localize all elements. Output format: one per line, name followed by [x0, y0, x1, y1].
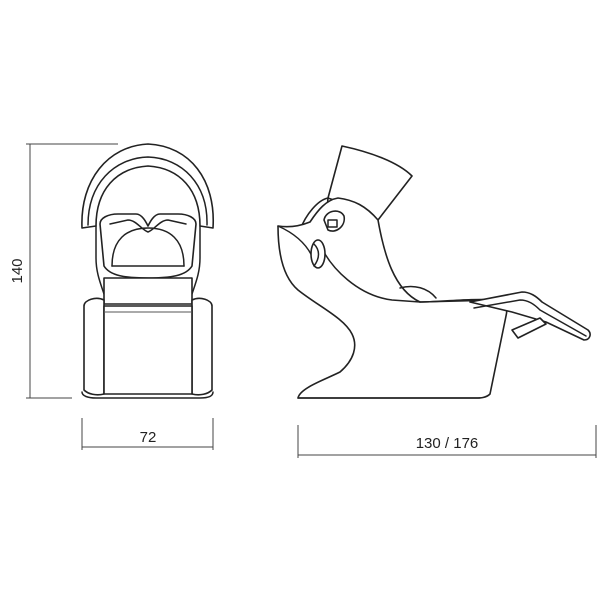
- front-view-chair: [81, 143, 214, 399]
- front-armrest-left: [83, 297, 105, 396]
- front-base: [81, 391, 214, 399]
- front-seat-back: [103, 277, 193, 305]
- side-control-icon: [327, 219, 338, 228]
- front-width-dimension: 72: [81, 418, 214, 450]
- side-leg-rest-edge: [473, 299, 587, 337]
- front-basin-bowl: [111, 227, 185, 267]
- side-length-label: 130 / 176: [416, 435, 479, 452]
- side-control-knob: [323, 210, 346, 232]
- side-body: [277, 197, 508, 399]
- front-basin-rim: [109, 219, 187, 233]
- side-recline-pivot: [399, 285, 437, 299]
- side-view-chair: [277, 145, 591, 399]
- height-label: 140: [9, 258, 26, 283]
- front-armrest-right: [191, 297, 213, 396]
- front-body-left: [95, 225, 105, 295]
- front-hood-outer: [81, 143, 214, 229]
- front-width-label: 72: [140, 429, 157, 446]
- side-length-dimension: 130 / 176: [297, 425, 597, 458]
- side-leg-support: [511, 317, 547, 339]
- height-dimension: 140: [9, 143, 118, 399]
- front-hood-inner: [87, 156, 208, 226]
- side-handle-grip: [313, 243, 320, 267]
- front-body-right: [191, 225, 201, 295]
- front-seat-front: [103, 305, 193, 395]
